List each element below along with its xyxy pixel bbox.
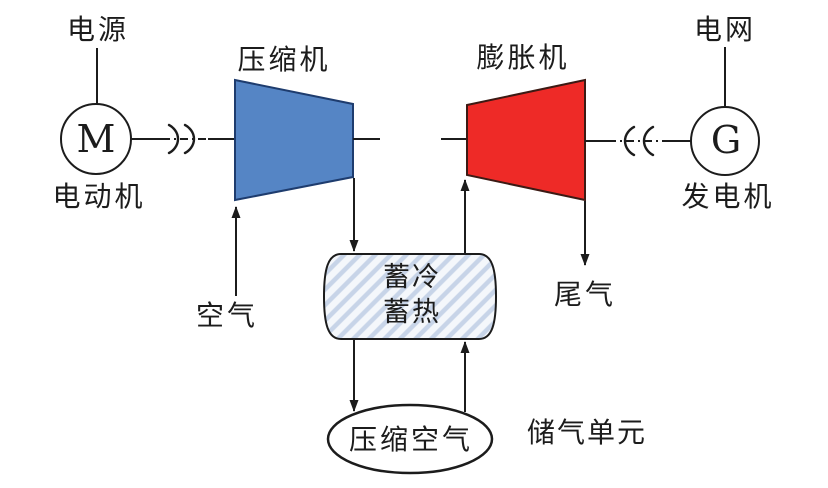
gas-storage-unit-label: 储气单元 [526, 415, 648, 449]
generator-label: 发电机 [681, 179, 775, 213]
expander-label: 膨胀机 [476, 40, 570, 74]
compressor-label: 压缩机 [237, 42, 331, 76]
compressed-air-ellipse [326, 403, 494, 475]
right-clutch-icon [642, 125, 655, 157]
thermal-storage-tank [322, 253, 498, 340]
air-inlet-label: 空气 [195, 298, 259, 332]
left-clutch-icon [183, 123, 196, 155]
expander-shape [466, 78, 586, 202]
power-source-label: 电源 [66, 12, 130, 46]
thermal-storage-label-line2: 蓄热 [383, 297, 441, 328]
compressed-air-label: 压缩空气 [348, 422, 474, 456]
grid-label: 电网 [693, 12, 757, 46]
right-clutch-icon [623, 125, 636, 157]
generator-symbol: G [710, 118, 742, 163]
left-clutch-icon [167, 123, 180, 155]
thermal-storage-label-line1: 蓄冷 [383, 262, 441, 293]
compressor-shape [234, 78, 354, 202]
motor-label: 电动机 [52, 179, 146, 213]
motor-symbol: M [76, 117, 116, 162]
exhaust-label: 尾气 [553, 277, 617, 311]
thermal-storage-label: 蓄冷 蓄热 [383, 260, 441, 330]
